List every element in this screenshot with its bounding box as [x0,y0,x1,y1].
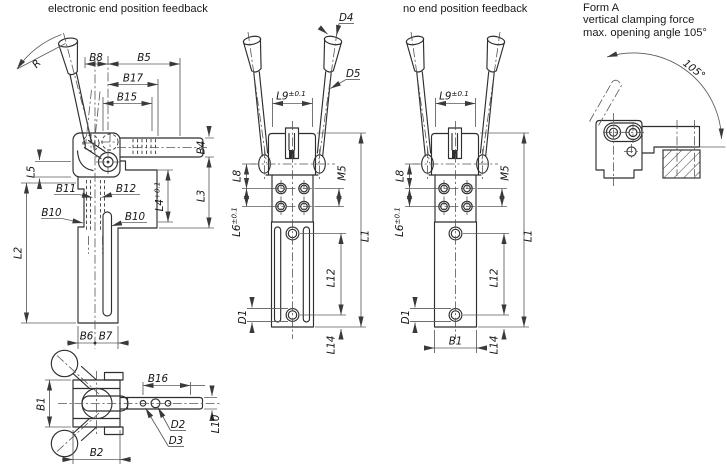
form-a-line-3: max. opening angle 105° [583,26,707,39]
form-a-line-1: Form A [583,2,620,14]
dim-b16: B16 [148,373,169,385]
title-form-a: Form A vertical clamping force max. open… [583,2,707,39]
dim-l12: L12 [326,269,338,288]
title-no-feedback: no end position feedback [403,3,528,15]
dim-l8: L8 [232,169,244,182]
dim-l1: L1 [360,230,372,242]
dim-m5-2: M5 [500,165,512,180]
dim-d5: D5 [346,68,360,80]
dim-b6: B6 [80,331,94,343]
dim-d1: D1 [237,310,249,324]
title-electronic-feedback: electronic end position feedback [48,3,208,15]
clamp-handle [57,32,98,161]
top-view: B1 B2 B16 L10 D2 D3 [36,349,222,464]
opening-angle-arc [606,51,724,140]
clevis-head [267,127,317,176]
dim-d1-2: D1 [400,310,412,324]
dim-b8: B8 [89,52,103,64]
dim-l10: L10 [210,414,222,433]
dim-b7: B7 [99,331,113,343]
dim-l6-2: L6±0.1 [393,207,407,237]
handle-knob [57,37,79,48]
form-a-line-2: vertical clamping force [583,14,695,27]
front-view-no-feedback: L9±0.1 L8 L6±0.1 M5 L1 L12 L14 D1 [393,31,535,355]
ball-handle-upper [50,349,97,390]
sensor-slot [102,211,113,317]
clamp-head [72,132,121,178]
handle-right [316,31,343,164]
dim-b1-top-view: B1 [36,397,48,411]
mounting-plate [270,221,315,328]
dim-b4: B4 [196,141,208,155]
phantom-handle [589,79,622,126]
dim-d2: D2 [171,419,185,431]
dim-l5: L5 [26,166,38,178]
dim-m5: M5 [337,165,349,180]
dim-d4: D4 [339,12,353,24]
side-view-electronic: R B8 B5 B17 B15 B4 L3 L4+0.1 L5 B11 B12 … [13,32,214,349]
front-view-base [242,31,343,339]
dim-l14-2: L14 [489,336,501,355]
dim-l1-2: L1 [523,230,535,242]
plate-slot-right [302,226,311,323]
dim-d3: D3 [169,435,183,447]
ball-handle-lower [50,417,97,458]
dim-b17: B17 [123,73,144,85]
dim-b11: B11 [56,183,76,195]
dim-l9-2: L9±0.1 [439,89,469,103]
workpiece-hatched [662,149,701,179]
dim-b10-right: B10 [125,211,146,223]
dim-b15: B15 [117,92,137,104]
dim-l2: L2 [13,247,25,259]
dim-b2: B2 [90,447,104,459]
dim-l3: L3 [196,190,208,202]
dim-b1-front: B1 [449,336,463,348]
dim-b5: B5 [137,52,151,64]
dim-b12: B12 [116,183,136,195]
dim-b10-left: B10 [41,207,62,219]
dim-l9: L9±0.1 [276,89,306,103]
dim-r: R [30,57,44,70]
dim-l8-2: L8 [395,169,407,182]
dim-l6: L6±0.1 [230,207,244,237]
front-view-electronic: L9±0.1 D4 D5 L8 L6±0.1 M5 L1 L12 L14 D1 [230,12,372,354]
dim-l14: L14 [326,336,338,355]
plate-slot-left [273,226,282,323]
form-a-arm [641,125,701,154]
dim-l4: L4+0.1 [153,182,167,212]
form-a-view: 105° [589,51,726,186]
handle-left [242,31,269,164]
clamp-column [77,169,158,324]
dim-l12-2: L12 [489,269,501,288]
dim-angle: 105° [680,57,707,82]
